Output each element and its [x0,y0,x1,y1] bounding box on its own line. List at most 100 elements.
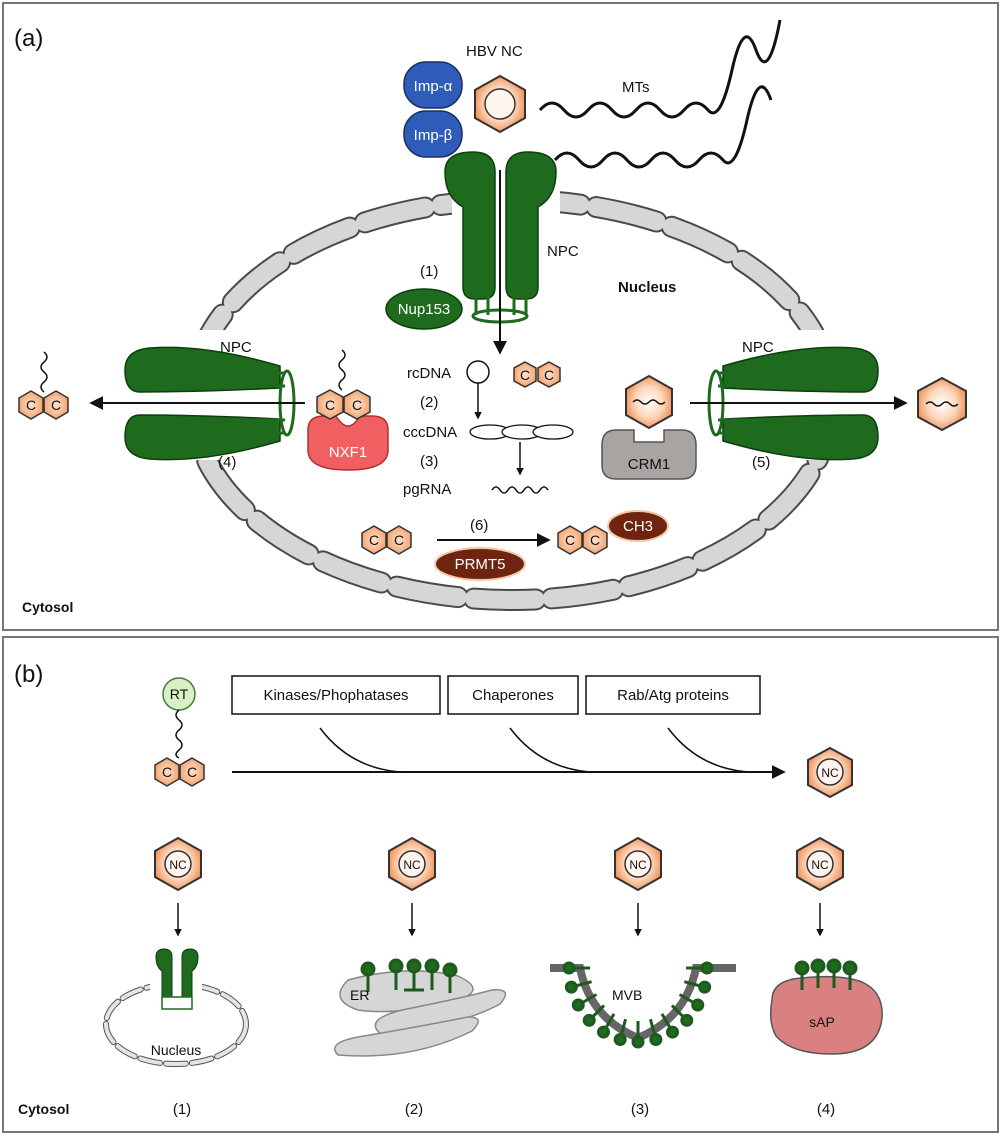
chaperones-box [447,675,579,715]
svg-text:Imp-α: Imp-α [414,78,453,95]
svg-text:C: C [162,764,172,780]
route-4-label: (4) [817,1101,835,1118]
svg-text:C: C [520,367,530,383]
svg-text:C: C [394,532,404,548]
cytosol-label-b: Cytosol [18,1101,69,1117]
capsid-dimer-unmethylated: C C [361,525,412,555]
nucleus-label-b: Nucleus [151,1042,202,1058]
svg-text:C: C [565,532,575,548]
hbv-nucleocapsid [474,74,526,134]
nup153 [385,288,463,330]
cccdna-label: cccDNA [403,424,457,441]
step-5-label: (5) [752,454,770,471]
kinases-box [231,675,441,715]
mvb-spike-head [680,1013,694,1027]
rt-capsid-dimer: RT C C [154,677,205,787]
svg-text:C: C [544,367,554,383]
svg-text:Chaperones: Chaperones [472,687,554,704]
mvb-label: MVB [612,987,642,1003]
route-2-label: (2) [405,1101,423,1118]
mvb-spike-head [631,1035,645,1049]
cccdna-minichromosome [469,424,574,440]
svg-text:NC: NC [629,858,647,872]
exported-capsid-right [917,376,967,432]
rcdna-label: rcDNA [407,365,451,382]
microtubule [538,19,782,119]
svg-text:RT: RT [170,686,189,702]
mvb-spike-head [571,998,585,1012]
nucleus-target: Nucleus [103,948,249,1067]
svg-text:CH3: CH3 [623,518,653,535]
mature-nucleocapsid: NC [807,746,853,799]
svg-text:Kinases/Phophatases: Kinases/Phophatases [263,687,408,704]
svg-text:C: C [352,397,362,413]
step-2-label: (2) [420,394,438,411]
svg-text:C: C [51,397,61,413]
mvb-spike-head [666,1025,679,1039]
svg-text:C: C [187,764,197,780]
mvb-spike-head [562,961,576,975]
svg-text:C: C [369,532,379,548]
prmt5 [434,547,526,581]
cytosol-label-a: Cytosol [22,599,73,615]
route-1-label: (1) [173,1101,191,1118]
importin-alpha [403,61,463,109]
svg-text:C: C [325,397,335,413]
pgrna-label: pgRNA [403,481,451,498]
step-1-label: (1) [420,263,438,280]
svg-text:C: C [590,532,600,548]
svg-text:Nup153: Nup153 [398,301,451,318]
mvb-target: MVB [550,961,736,1049]
svg-text:NC: NC [403,858,421,872]
route-4-nc: NC [796,836,844,892]
mvb-spike-head [564,980,578,994]
step-3-label: (3) [420,453,438,470]
mvb-spike-head [698,980,712,994]
importin-beta [403,110,463,158]
svg-text:PRMT5: PRMT5 [455,556,506,573]
mvb-spike-head [613,1032,627,1046]
npc-top [444,151,557,324]
rcdna-circle [466,360,490,384]
crm1-capsid-complex: CRM1 [601,374,697,480]
svg-text:NC: NC [169,858,187,872]
mvb-spike-head [691,998,705,1012]
npc-top-label: NPC [547,243,579,260]
mvb-spike-head [649,1032,663,1046]
mts-label: MTs [622,79,650,96]
capsid-dimer: C C [513,361,561,388]
panel-b-tag: (b) [14,661,43,688]
npc-left-label: NPC [220,339,252,356]
svg-text:NXF1: NXF1 [329,444,367,461]
rab-atg-box [585,675,761,715]
pgrna-wave [491,486,549,494]
route-1-nc: NC [154,836,202,892]
nxf1-capsid-complex: NXF1 C C [307,349,389,471]
route-3-nc: NC [614,836,662,892]
mvb-spike-head [597,1025,610,1039]
svg-text:CRM1: CRM1 [628,456,671,473]
svg-text:NC: NC [821,766,839,780]
panel-a-tag: (a) [14,25,43,52]
mvb-spike-head [700,961,714,975]
svg-text:NC: NC [811,858,829,872]
sap-target: sAP [769,958,883,1055]
microtubule [553,85,773,169]
er-target: ER [334,958,507,1057]
capsid-dimer-methylated: C C CH3 [557,510,669,555]
npc-right-label: NPC [742,339,774,356]
mvb-spike-head [582,1013,596,1027]
step-4-label: (4) [218,454,236,471]
svg-text:Rab/Atg proteins: Rab/Atg proteins [617,687,729,704]
exported-capsid-dimer-left: C C [18,351,69,420]
npc-right [707,346,879,461]
methyl-group [607,510,669,542]
route-2-nc: NC [388,836,436,892]
nucleus-label: Nucleus [618,279,676,296]
er-label: ER [350,987,369,1003]
svg-text:Imp-β: Imp-β [414,127,453,144]
route-3-label: (3) [631,1101,649,1118]
step-6-label: (6) [470,517,488,534]
hbv-nc-label: HBV NC [466,43,523,60]
